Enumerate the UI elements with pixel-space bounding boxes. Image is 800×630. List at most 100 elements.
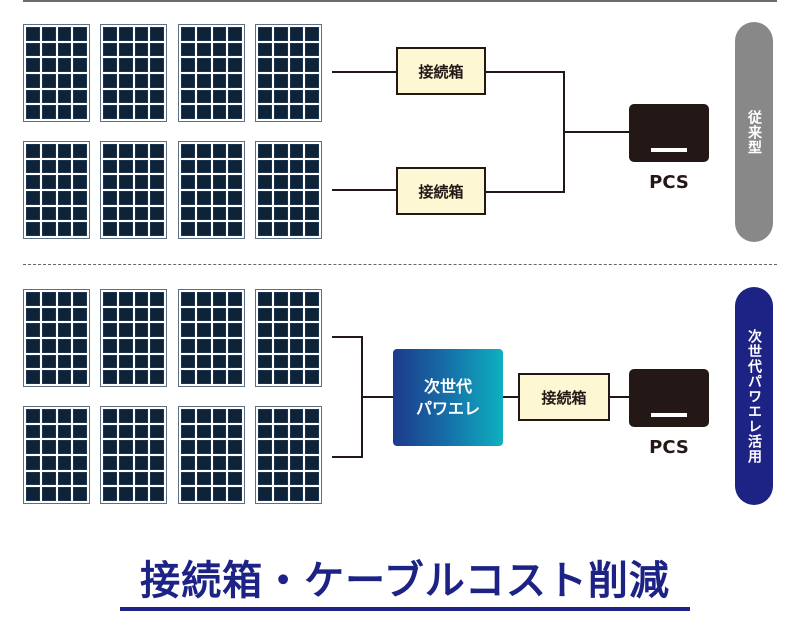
solar-cell bbox=[57, 354, 72, 369]
solar-cell bbox=[118, 292, 133, 306]
solar-cell bbox=[305, 456, 319, 470]
junction-box: 接続箱 bbox=[518, 373, 610, 421]
solar-cell bbox=[212, 370, 227, 384]
solar-cell bbox=[212, 89, 227, 104]
next-gen-type-label: 次世代パワエレ活用 bbox=[735, 287, 773, 505]
solar-cell bbox=[73, 175, 87, 189]
solar-cell bbox=[289, 206, 304, 221]
wire bbox=[563, 131, 629, 133]
solar-cell bbox=[228, 370, 242, 384]
solar-cell bbox=[150, 354, 164, 369]
solar-cell bbox=[41, 27, 56, 41]
solar-cell bbox=[41, 144, 56, 158]
solar-cell bbox=[228, 58, 242, 72]
solar-cell bbox=[134, 191, 149, 205]
solar-cell bbox=[212, 144, 227, 158]
solar-cell bbox=[258, 409, 272, 423]
solar-cell bbox=[228, 339, 242, 353]
solar-cell bbox=[118, 456, 133, 470]
solar-cell bbox=[196, 191, 211, 205]
solar-cell bbox=[305, 440, 319, 454]
solar-cell bbox=[57, 191, 72, 205]
solar-cell bbox=[181, 292, 195, 306]
solar-cell bbox=[26, 370, 40, 384]
solar-cell bbox=[57, 370, 72, 384]
solar-cell bbox=[57, 323, 72, 337]
wire bbox=[332, 336, 362, 338]
solar-cell bbox=[134, 370, 149, 384]
solar-cell bbox=[228, 409, 242, 423]
solar-cell bbox=[305, 74, 319, 88]
solar-cell bbox=[134, 159, 149, 174]
solar-cell bbox=[57, 144, 72, 158]
solar-cell bbox=[150, 191, 164, 205]
solar-cell bbox=[73, 89, 87, 104]
solar-cell bbox=[26, 74, 40, 88]
solar-cell bbox=[212, 307, 227, 322]
solar-cell bbox=[273, 292, 288, 306]
solar-cell bbox=[41, 74, 56, 88]
solar-cell bbox=[150, 307, 164, 322]
solar-cell bbox=[258, 74, 272, 88]
solar-cell bbox=[41, 206, 56, 221]
solar-cell bbox=[196, 339, 211, 353]
solar-cell bbox=[273, 175, 288, 189]
solar-cell bbox=[57, 89, 72, 104]
solar-cell bbox=[228, 487, 242, 501]
solar-cell bbox=[134, 487, 149, 501]
solar-cell bbox=[228, 424, 242, 439]
solar-cell bbox=[228, 222, 242, 236]
solar-cell bbox=[181, 105, 195, 119]
solar-cell bbox=[273, 222, 288, 236]
solar-cell bbox=[289, 27, 304, 41]
solar-cell bbox=[212, 354, 227, 369]
solar-cell bbox=[57, 58, 72, 72]
solar-cell bbox=[258, 159, 272, 174]
solar-cell bbox=[228, 440, 242, 454]
conventional-type-text: 従来型 bbox=[746, 109, 762, 155]
solar-cell bbox=[73, 471, 87, 486]
solar-cell bbox=[41, 471, 56, 486]
solar-cell bbox=[57, 222, 72, 236]
solar-cell bbox=[134, 424, 149, 439]
solar-cell bbox=[273, 144, 288, 158]
solar-cell bbox=[118, 74, 133, 88]
solar-cell bbox=[196, 206, 211, 221]
top-frame-border bbox=[23, 0, 777, 2]
solar-cell bbox=[57, 159, 72, 174]
solar-cell bbox=[305, 144, 319, 158]
solar-cell bbox=[57, 175, 72, 189]
solar-cell bbox=[181, 58, 195, 72]
solar-cell bbox=[57, 105, 72, 119]
solar-cell bbox=[26, 424, 40, 439]
solar-cell bbox=[289, 409, 304, 423]
pcs-label: PCS bbox=[649, 172, 689, 193]
solar-cell bbox=[212, 58, 227, 72]
solar-cell bbox=[134, 409, 149, 423]
solar-cell bbox=[212, 74, 227, 88]
solar-cell bbox=[57, 424, 72, 439]
solar-cell bbox=[181, 89, 195, 104]
solar-cell bbox=[118, 424, 133, 439]
solar-cell bbox=[26, 456, 40, 470]
conventional-type-label: 従来型 bbox=[735, 22, 773, 242]
solar-cell bbox=[196, 370, 211, 384]
solar-panel bbox=[23, 406, 90, 504]
solar-cell bbox=[41, 58, 56, 72]
solar-cell bbox=[41, 440, 56, 454]
solar-cell bbox=[273, 27, 288, 41]
solar-cell bbox=[118, 191, 133, 205]
solar-cell bbox=[228, 89, 242, 104]
solar-cell bbox=[134, 456, 149, 470]
solar-cell bbox=[273, 58, 288, 72]
solar-cell bbox=[73, 409, 87, 423]
solar-cell bbox=[196, 456, 211, 470]
solar-cell bbox=[289, 440, 304, 454]
solar-cell bbox=[41, 175, 56, 189]
solar-cell bbox=[134, 89, 149, 104]
solar-cell bbox=[73, 354, 87, 369]
solar-cell bbox=[41, 370, 56, 384]
solar-cell bbox=[196, 354, 211, 369]
solar-cell bbox=[181, 339, 195, 353]
solar-cell bbox=[212, 206, 227, 221]
